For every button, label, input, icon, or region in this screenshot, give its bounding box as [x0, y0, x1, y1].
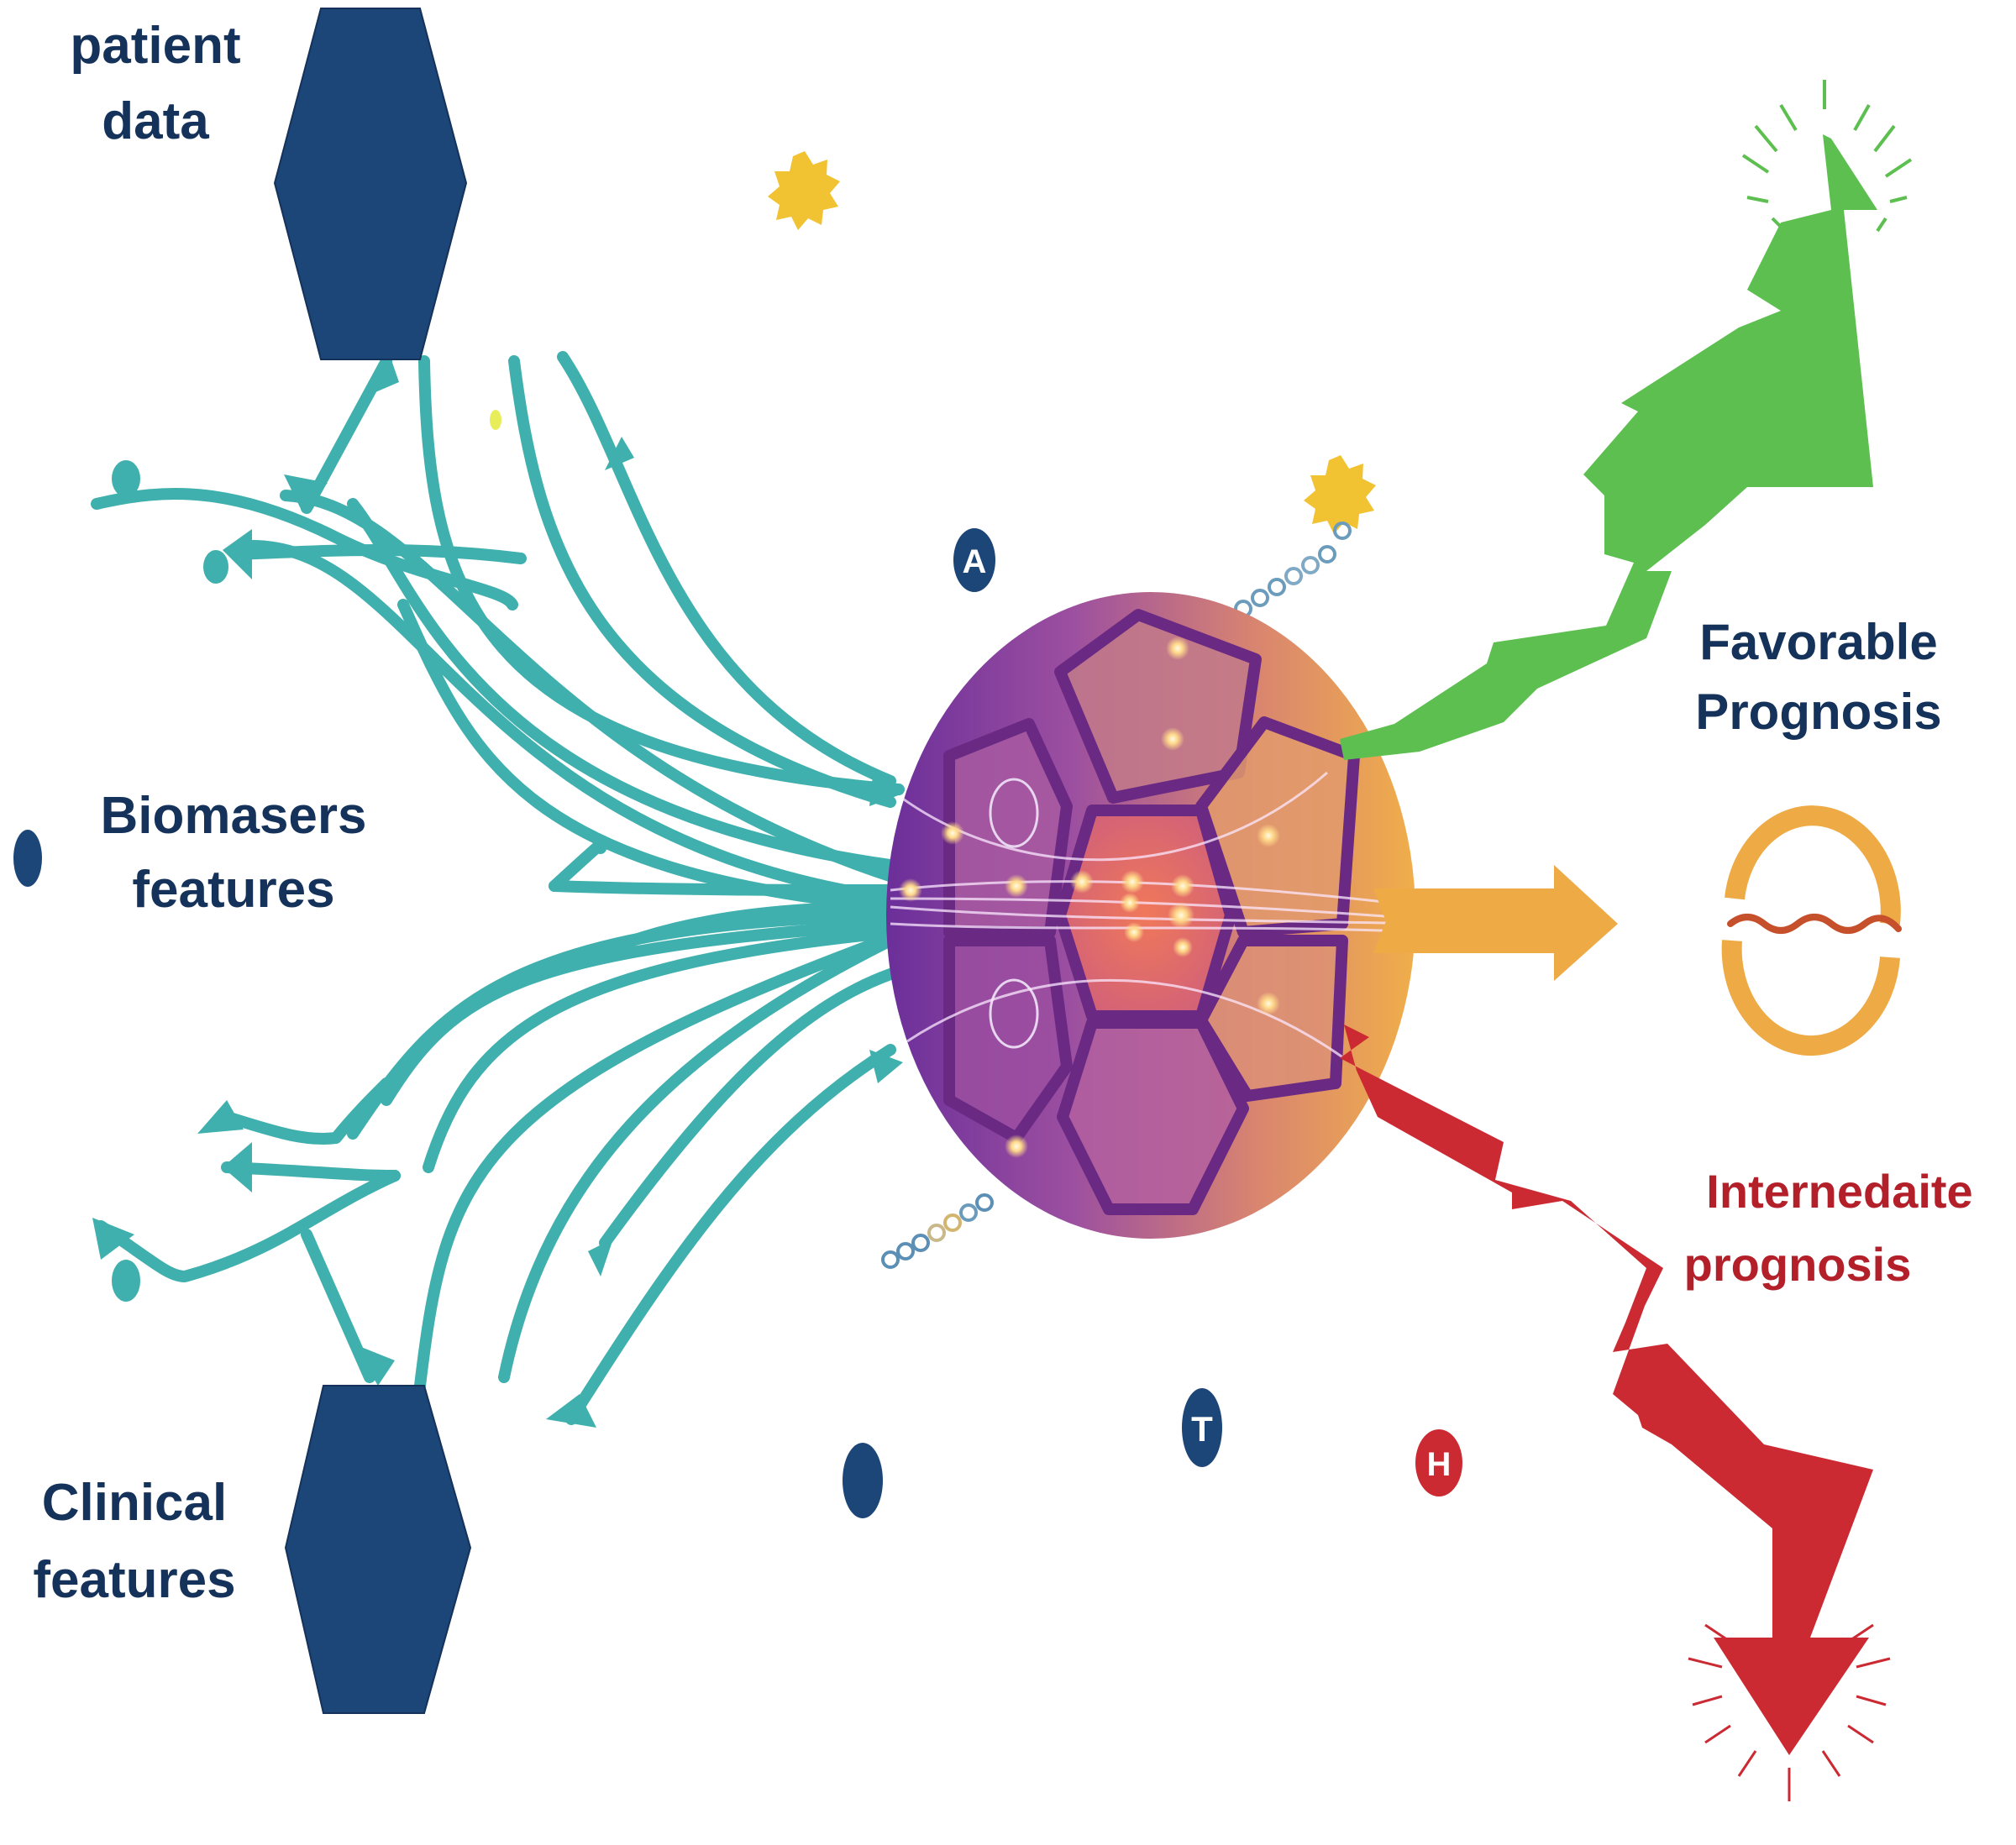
favorable-prognosis-label: Favorable Prognosis: [1695, 614, 1941, 740]
arrowhead: [588, 1239, 613, 1276]
intermediate-prognosis-label-line2: prognosis: [1684, 1238, 1912, 1291]
biomarkers-label-line1: Biomasers: [100, 787, 366, 845]
intermediate-prognosis-label-line1: Internedaite: [1706, 1165, 1972, 1218]
arrowhead: [223, 1142, 252, 1192]
stability-icon: [1721, 805, 1902, 1056]
sphere-cell: [1057, 1017, 1249, 1215]
flow-line: [95, 1170, 401, 1282]
flow-line: [557, 351, 896, 787]
flow-line: [414, 930, 900, 1392]
integration-sphere: [886, 592, 1415, 1239]
badge-t: T: [1182, 1388, 1222, 1467]
arrowhead: [284, 474, 328, 512]
cell-nucleus: [989, 978, 1039, 1049]
sphere-cell: [943, 718, 1073, 938]
cell-nucleus: [989, 778, 1039, 848]
sphere-cell: [1054, 609, 1262, 804]
spark-icon: [490, 410, 501, 430]
favorable-prognosis-label-line2: Prognosis: [1695, 684, 1941, 740]
flow-line: [234, 544, 527, 564]
badge-t-letter: T: [1191, 1409, 1213, 1449]
arrowhead: [223, 529, 252, 579]
flow-line: [381, 918, 900, 1106]
arrowhead: [546, 1394, 596, 1428]
flow-line: [423, 926, 900, 1173]
flow-line: [221, 1161, 401, 1182]
clinical-features-hexagon: [284, 1385, 472, 1714]
patient-data-hexagon: [273, 8, 468, 360]
sphere-cell: [1195, 935, 1348, 1102]
flow-bulb: [112, 1260, 140, 1302]
flow-line: [549, 837, 608, 892]
arrowhead: [605, 437, 634, 470]
stable-arrow: [1373, 865, 1618, 981]
flow-line: [498, 935, 896, 1383]
sun-icon: [768, 151, 840, 230]
biomarkers-label-line2: features: [132, 861, 334, 919]
badge-h: H: [1415, 1429, 1462, 1496]
arrowhead: [353, 1344, 395, 1386]
burst-lines: [1688, 1623, 1891, 1801]
favorable-arrow: [1340, 80, 1913, 760]
navy-dot: [843, 1443, 883, 1518]
flow-line: [397, 599, 900, 913]
flow-bulb: [112, 460, 140, 497]
flow-bulb: [203, 550, 228, 584]
navy-dot: [13, 830, 42, 887]
flow-line: [221, 1077, 392, 1145]
arrowhead: [869, 768, 903, 806]
patient-data-label: patient data: [70, 17, 240, 150]
arrowhead: [370, 353, 399, 395]
flow-line: [565, 901, 896, 972]
clinical-features-label-line2: features: [33, 1551, 235, 1609]
arrowhead: [92, 1218, 134, 1260]
intermediate-prognosis-label: Internedaite prognosis: [1684, 1165, 1973, 1291]
sphere-cell-core: [1054, 805, 1236, 1022]
flow-line: [599, 968, 896, 1249]
patient-data-label-line2: data: [102, 92, 209, 150]
patient-data-label-line1: patient: [70, 17, 240, 75]
biomarkers-label: Biomasers features: [100, 787, 366, 919]
intermediate-arrow: [1340, 1025, 1891, 1801]
flow-line: [91, 488, 518, 611]
flow-line: [508, 355, 896, 808]
sphere-cell: [943, 935, 1073, 1144]
favorable-prognosis-label-line1: Favorable: [1699, 614, 1937, 670]
clinical-features-label-line1: Clinical: [42, 1474, 228, 1532]
glow-particles: [899, 637, 1280, 1158]
arrowhead: [869, 1050, 903, 1083]
flow-line: [565, 1044, 896, 1425]
dna-chain-bottom: [881, 1193, 994, 1269]
badge-a-letter: A: [963, 543, 987, 580]
badge-a: A: [953, 528, 995, 592]
flow-network: [91, 351, 905, 1428]
flow-line: [246, 540, 900, 904]
flow-line: [280, 490, 900, 883]
badge-h-letter: H: [1427, 1446, 1452, 1483]
burst-lines: [1741, 80, 1913, 233]
arrowhead: [197, 1100, 244, 1134]
sun-icon: [1304, 455, 1376, 534]
clinical-features-label: Clinical features: [33, 1474, 235, 1609]
